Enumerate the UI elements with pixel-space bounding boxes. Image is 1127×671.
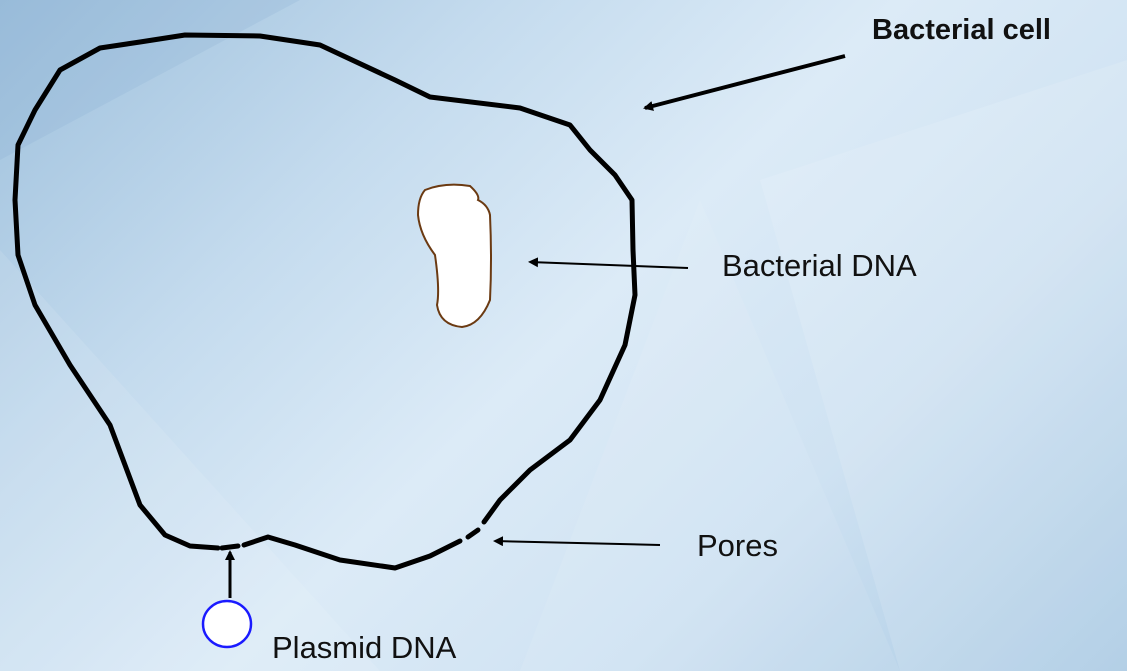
plasmid-dna-shape — [203, 601, 251, 647]
bacterial-cell-arrow — [645, 56, 845, 108]
pores-label: Pores — [697, 528, 778, 564]
bacterial-dna-arrow — [530, 262, 688, 268]
bacterial-cell-outline-segment — [222, 546, 238, 548]
pores-arrow — [495, 541, 660, 545]
bacterial-cell-label: Bacterial cell — [872, 14, 1051, 47]
plasmid-dna-label: Plasmid DNA — [272, 630, 456, 666]
bacterial-cell-outline — [15, 35, 635, 548]
bacterial-dna-shape — [418, 185, 491, 327]
bacterial-dna-label: Bacterial DNA — [722, 248, 917, 284]
bacterial-cell-outline-segment — [244, 537, 460, 568]
bacterial-cell-outline-segment — [468, 530, 478, 537]
